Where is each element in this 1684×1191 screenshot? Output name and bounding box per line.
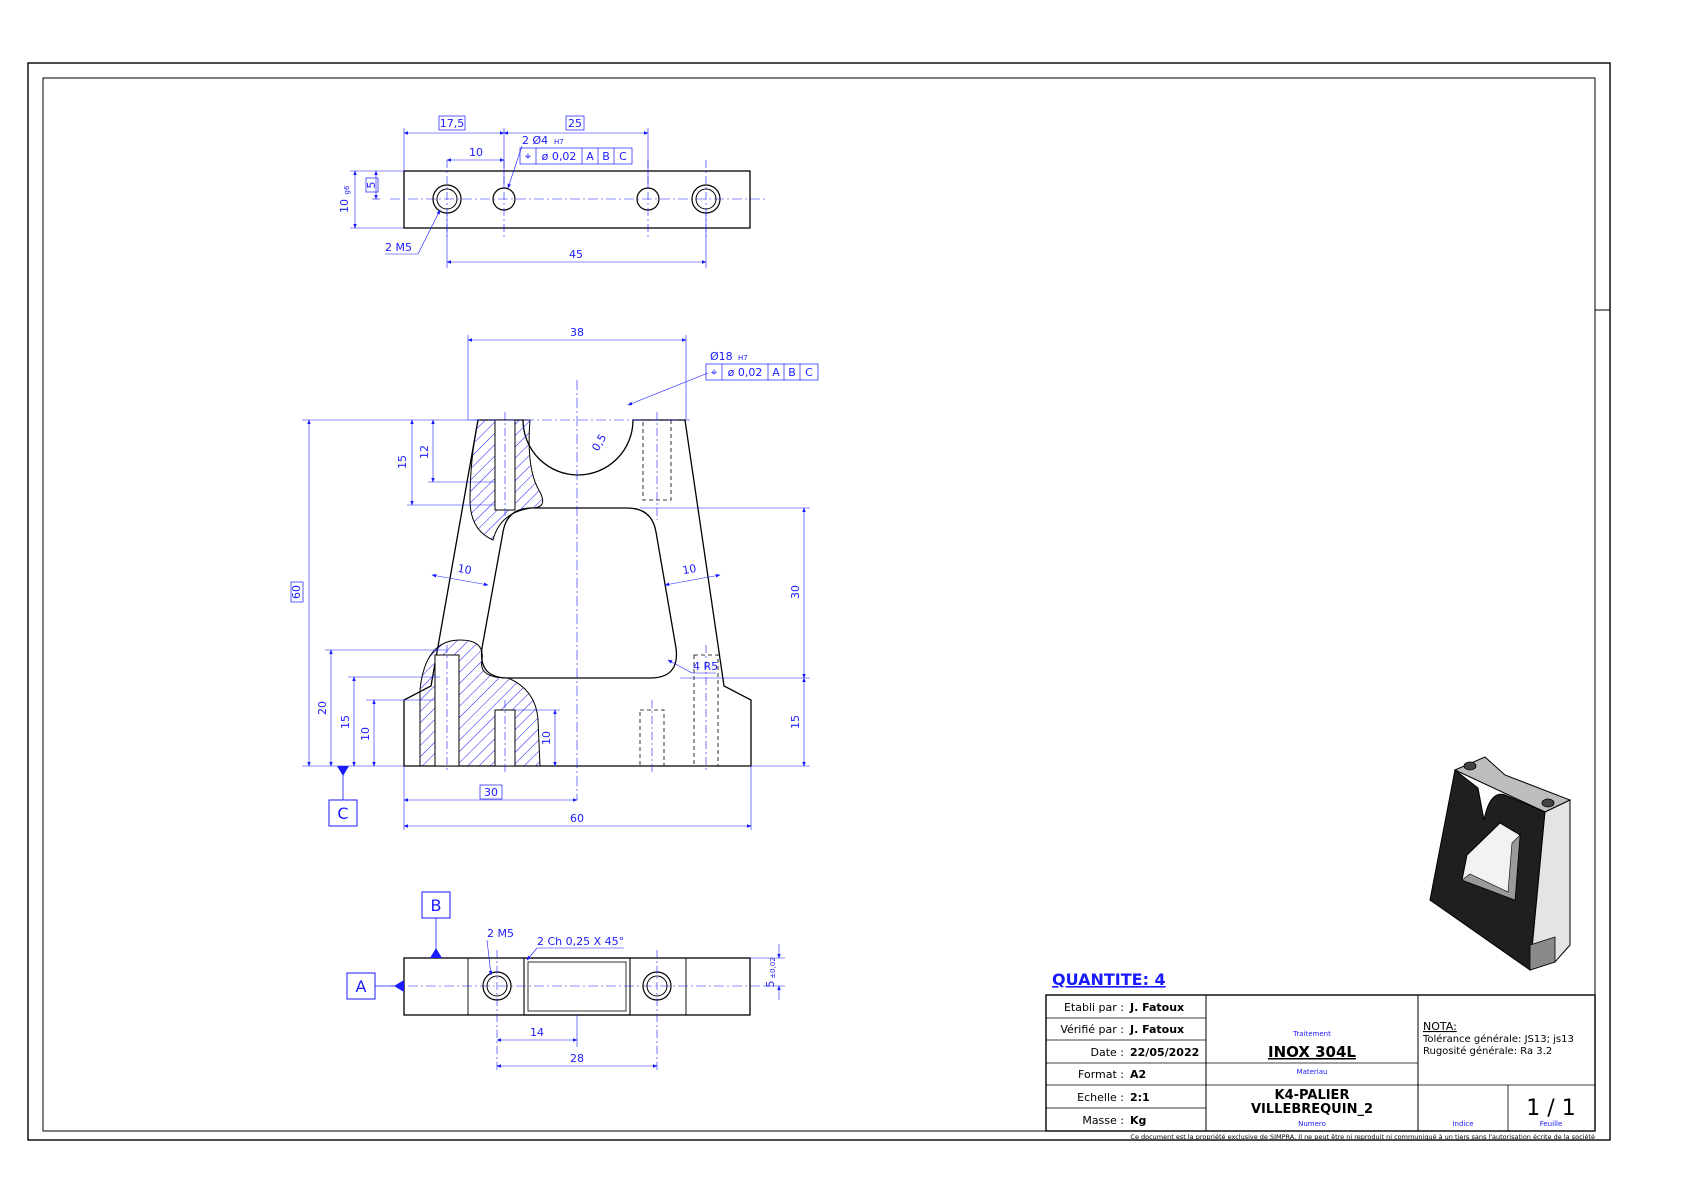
- dim-30-horizontal: 30: [484, 786, 498, 799]
- hole-callout-tol: H7: [554, 138, 564, 146]
- date-value: 22/05/2022: [1130, 1046, 1199, 1059]
- etabli-value: J. Fatoux: [1129, 1001, 1184, 1014]
- thread-callout-top: 2 M5: [385, 241, 412, 254]
- bore-callout-tol: H7: [738, 354, 748, 362]
- verifie-value: J. Fatoux: [1129, 1023, 1184, 1036]
- dim-10-lower-left: 10: [359, 727, 372, 741]
- dim-5-bottom: 5: [764, 981, 777, 988]
- inner-frame: [42, 77, 1596, 1132]
- tol-ref-b-front: B: [788, 366, 796, 379]
- top-view-outline: [403, 170, 751, 229]
- dim-28: 28: [570, 1052, 584, 1065]
- title-block: Etabli par : J. Fatoux Vérifié par : J. …: [1045, 994, 1596, 1132]
- tol-ref-c-front: C: [805, 366, 813, 379]
- dim-10g6: 10: [338, 199, 351, 213]
- part-name-line2: VILLEBREQUIN_2: [1251, 1102, 1373, 1117]
- nota-line1: Tolérance générale: JS13; js13: [1422, 1033, 1574, 1045]
- datum-b: B: [431, 896, 442, 915]
- outer-frame: [27, 62, 1611, 1141]
- traitement-label: Traitement: [1292, 1030, 1331, 1038]
- dim-5-top: 5: [365, 182, 378, 189]
- hole-callout: 2 Ø4: [522, 134, 548, 147]
- dim-10g6-tol: g6: [343, 185, 351, 194]
- datum-c: C: [337, 804, 348, 823]
- dim-15-lower: 15: [339, 715, 352, 729]
- dim-12: 12: [418, 445, 431, 459]
- position-tolerance-frame-front: ⌖ ø 0,02 A B C: [705, 363, 819, 381]
- front-view-outline: [403, 419, 752, 767]
- chamfer-label: 0,5: [589, 432, 609, 454]
- echelle-value: 2:1: [1130, 1091, 1150, 1104]
- masse-label: Masse :: [1082, 1114, 1124, 1127]
- tol-ref-c: C: [619, 150, 627, 163]
- verifie-label: Vérifié par :: [1060, 1023, 1124, 1036]
- indice-label: Indice: [1452, 1120, 1473, 1128]
- date-label: Date :: [1091, 1046, 1125, 1059]
- part-name-line1: K4-PALIER: [1275, 1088, 1350, 1103]
- dim-60-horizontal: 60: [570, 812, 584, 825]
- feuille-label: Feuille: [1540, 1120, 1563, 1128]
- chamfer-callout: 2 Ch 0,25 X 45°: [537, 935, 624, 948]
- dim-30-vertical: 30: [789, 585, 802, 599]
- tol-ref-b: B: [602, 150, 610, 163]
- bottom-slot: [523, 957, 631, 1016]
- nota-line2: Rugosité générale: Ra 3.2: [1423, 1045, 1552, 1057]
- numero-label: Numero: [1298, 1120, 1326, 1128]
- tol-value-top: ø 0,02: [542, 150, 577, 163]
- dim-20: 20: [316, 701, 329, 715]
- tol-value-front: ø 0,02: [728, 366, 763, 379]
- position-icon: ⌖: [711, 366, 717, 379]
- dim-10-wall-right: 10: [681, 562, 697, 577]
- quantity-label: QUANTITE: 4: [1052, 970, 1166, 989]
- dim-15-upper: 15: [396, 455, 409, 469]
- confidentiality-footer: Ce document est la propriété exclusive d…: [1130, 1133, 1595, 1141]
- nota-title: NOTA:: [1423, 1020, 1457, 1033]
- format-value: A2: [1130, 1068, 1146, 1081]
- dim-17-5: 17,5: [440, 117, 465, 130]
- format-label: Format :: [1078, 1068, 1124, 1081]
- dim-60-vertical: 60: [290, 585, 303, 599]
- tol-ref-a-front: A: [772, 366, 780, 379]
- bottom-view: B A 2 M5 2 Ch 0,25 X 45° 5 ±0,02 14 28: [346, 891, 785, 1070]
- tol-ref-a: A: [586, 150, 594, 163]
- dim-10-wall-left: 10: [457, 562, 473, 577]
- dim-14: 14: [530, 1026, 544, 1039]
- dim-25: 25: [568, 117, 582, 130]
- isometric-view: [1429, 756, 1572, 971]
- top-view: 17,5 25 10 2 Ø4 H7 ⌖ ø 0,02 A B C 5 10: [338, 115, 765, 268]
- material-value: INOX 304L: [1268, 1043, 1356, 1061]
- position-icon: ⌖: [525, 150, 531, 163]
- front-view: 38 Ø18 H7 ⌖ ø 0,02 A B C 0,5 60 15: [290, 326, 819, 830]
- etabli-label: Etabli par :: [1064, 1001, 1124, 1014]
- dim-15-right: 15: [789, 715, 802, 729]
- sheet-number: 1 / 1: [1526, 1096, 1575, 1121]
- dim-10-top: 10: [469, 146, 483, 159]
- dim-10-lower-mid: 10: [540, 731, 553, 745]
- materiau-label: Materiau: [1297, 1068, 1328, 1076]
- bore-callout: Ø18: [710, 350, 733, 363]
- position-tolerance-frame-top: ⌖ ø 0,02 A B C: [519, 147, 633, 165]
- radius-callout: 4 R5: [693, 660, 718, 673]
- dim-5-bottom-tol: ±0,02: [769, 957, 777, 978]
- datum-a: A: [356, 977, 367, 996]
- dim-38: 38: [570, 326, 584, 339]
- dim-45: 45: [569, 248, 583, 261]
- bottom-view-outline: [403, 957, 751, 1016]
- masse-value: Kg: [1130, 1114, 1146, 1127]
- datum-c-box: [328, 799, 358, 827]
- echelle-label: Echelle :: [1077, 1091, 1124, 1104]
- front-window: [480, 507, 678, 679]
- thread-callout-bottom: 2 M5: [487, 927, 514, 940]
